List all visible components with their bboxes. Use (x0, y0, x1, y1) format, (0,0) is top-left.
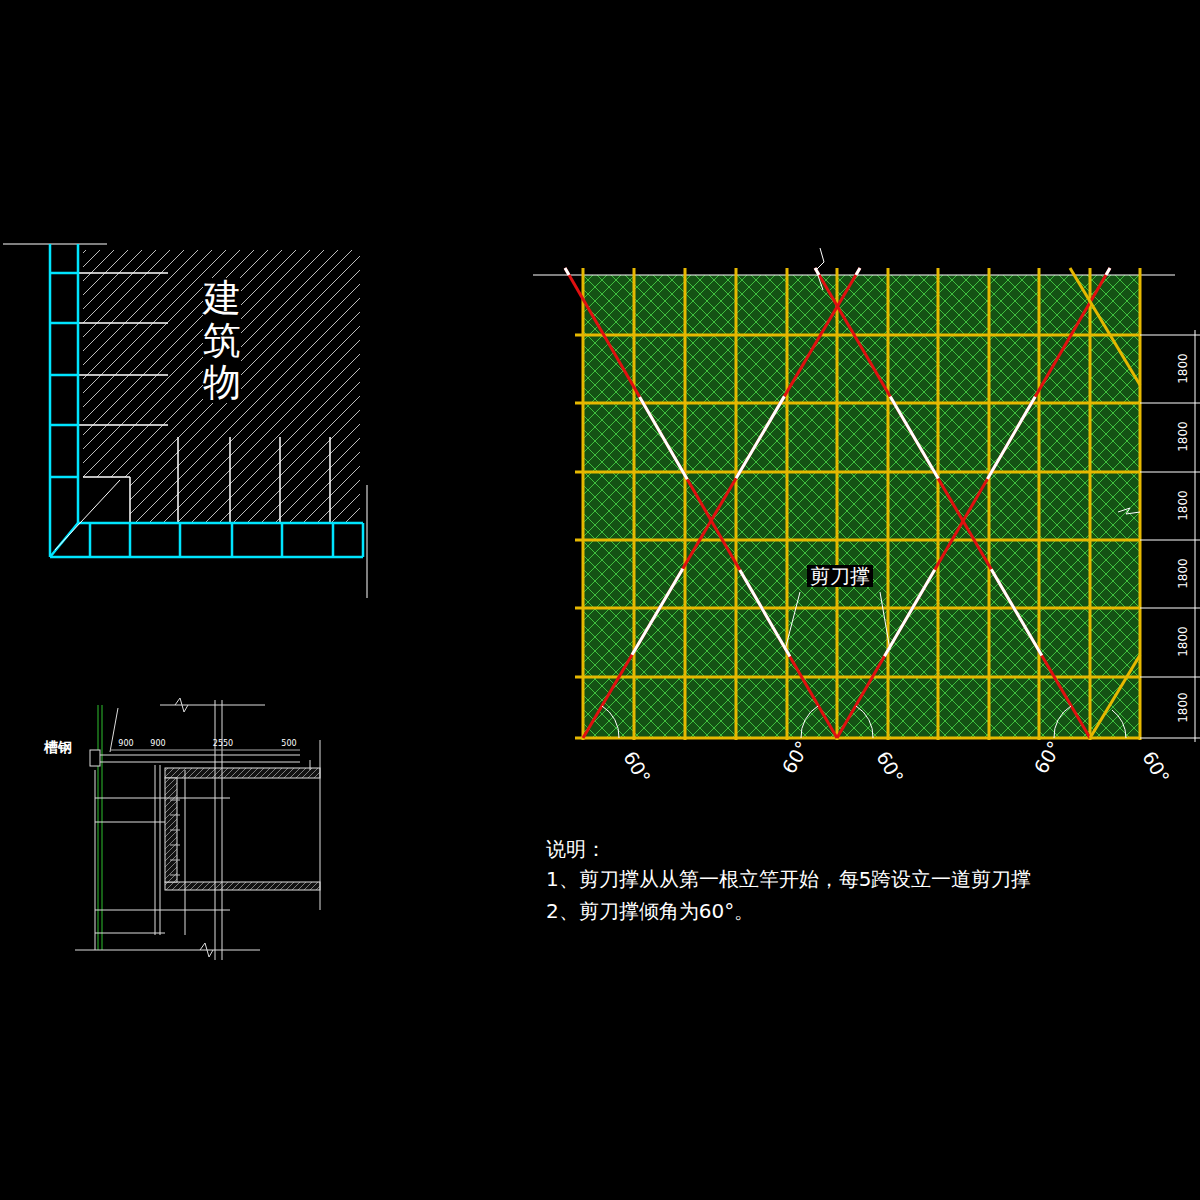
building-label: 建筑物 (203, 278, 241, 403)
angle-label: 60° (1031, 737, 1066, 777)
dimension-text: 900 (150, 740, 165, 749)
section-detail (75, 698, 320, 960)
part-label: 槽钢 (44, 740, 72, 755)
note-text: 2、剪刀撑倾角为60°。 (546, 900, 754, 922)
dimension-text: 900 (118, 740, 133, 749)
callout-label: 剪刀撑 (807, 565, 873, 587)
scaffold-elevation (533, 248, 1200, 742)
angle-label: 60° (1139, 747, 1174, 787)
dimension-text: 1800 (1176, 354, 1189, 385)
dimension-text: 2550 (213, 740, 233, 749)
dimension-text: 1800 (1176, 693, 1189, 724)
angle-label: 60° (779, 737, 814, 777)
angle-label: 60° (620, 747, 655, 787)
scissor-brace (565, 268, 1140, 738)
note-text: 1、剪刀撑从从第一根立竿开始，每5跨设立一道剪刀撑 (546, 868, 1031, 890)
angle-label: 60° (873, 747, 908, 787)
building-plan (3, 244, 367, 598)
note-heading: 说明： (546, 838, 606, 860)
dimension-text: 1800 (1176, 627, 1189, 658)
dimension-text: 500 (281, 740, 296, 749)
building-region: 建筑物 (83, 250, 360, 522)
dimension-text: 1800 (1176, 559, 1189, 590)
dimension-text: 1800 (1176, 422, 1189, 453)
dimension-text: 1800 (1176, 491, 1189, 522)
